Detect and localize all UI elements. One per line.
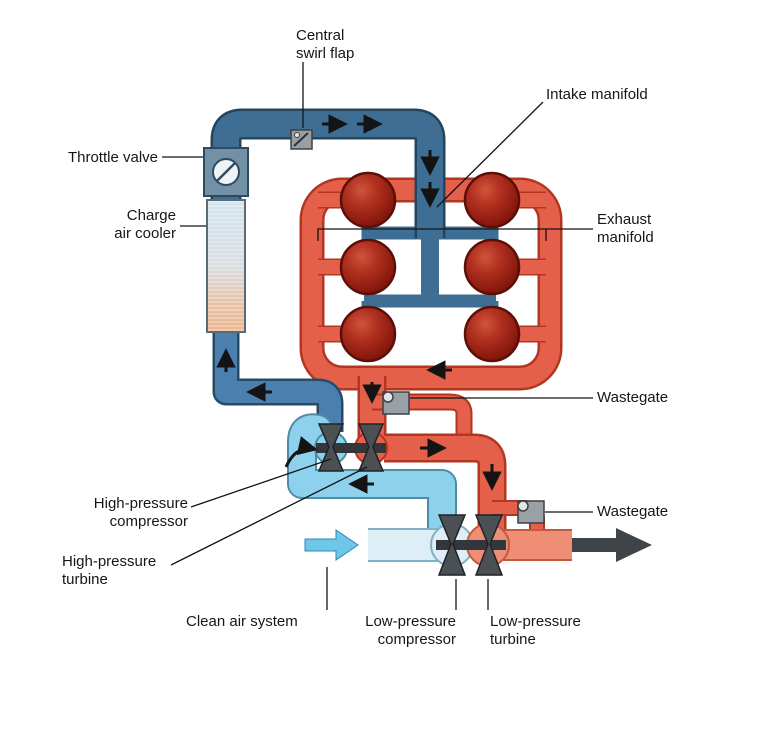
label-exhaust-manifold: Exhaust manifold xyxy=(597,211,654,247)
central-swirl-flap-icon xyxy=(290,129,313,150)
flow-arrow-curved xyxy=(284,436,318,468)
clean-air-arrow xyxy=(304,529,359,561)
cylinder xyxy=(339,305,397,363)
wastegate-hp-icon xyxy=(382,391,410,415)
label-throttle-valve: Throttle valve xyxy=(67,149,158,166)
label-wastegate-hp: Wastegate xyxy=(597,389,669,406)
cylinder xyxy=(463,171,521,229)
label-charge-air-cooler: Charge air cooler xyxy=(114,207,176,243)
label-high-pressure-compressor: High-pressure compressor xyxy=(93,495,188,531)
label-high-pressure-turbine: High-pressure turbine xyxy=(62,553,157,589)
leader-line xyxy=(436,101,544,208)
leader-line xyxy=(317,228,593,241)
label-clean-air-system: Clean air system xyxy=(186,613,298,630)
cylinder xyxy=(339,171,397,229)
label-central-swirl-flap: Central swirl flap xyxy=(296,27,355,63)
label-low-pressure-compressor: Low-pressure compressor xyxy=(365,613,456,649)
hp-turbo-shaft xyxy=(316,443,386,453)
hp-compressor-wheel xyxy=(317,423,345,472)
charge-air-cooler xyxy=(206,199,246,333)
cylinder xyxy=(339,238,397,296)
leader-line xyxy=(190,458,332,508)
cylinders xyxy=(339,171,521,363)
leader-lines xyxy=(162,62,593,610)
high-pressure-turbocharger xyxy=(314,423,388,472)
leader-line xyxy=(170,466,368,566)
label-wastegate-lp: Wastegate xyxy=(597,503,669,520)
flow-arrows xyxy=(216,114,652,562)
label-low-pressure-turbine: Low-pressure turbine xyxy=(490,613,581,649)
lp-turbine-wheel xyxy=(474,514,504,576)
cylinder xyxy=(463,238,521,296)
cylinder xyxy=(463,305,521,363)
lp-turbo-shaft xyxy=(436,540,506,550)
hp-turbine-wheel xyxy=(357,423,385,472)
wastegate-lp-icon xyxy=(517,500,545,524)
exhaust-exit-arrow xyxy=(572,528,652,562)
lp-compressor-wheel xyxy=(437,514,467,576)
label-intake-manifold: Intake manifold xyxy=(546,86,648,103)
throttle-valve-icon xyxy=(203,147,249,197)
low-pressure-turbocharger xyxy=(430,514,510,576)
